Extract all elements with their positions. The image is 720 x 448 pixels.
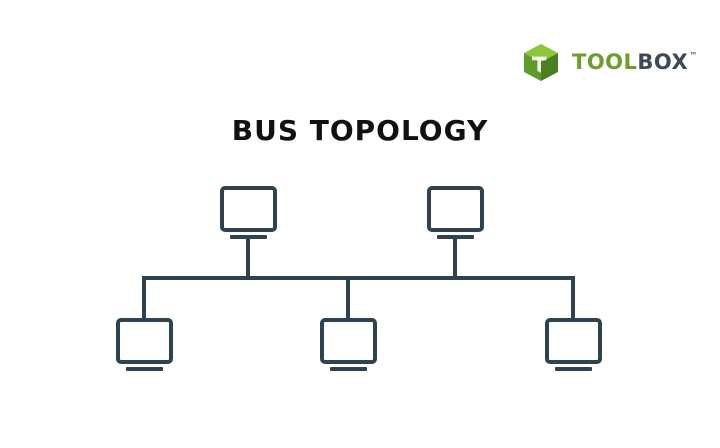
logo-text-box: BOX	[637, 49, 689, 74]
cube-logo-icon	[524, 44, 558, 81]
monitor-icon	[545, 318, 602, 371]
logo-text-tool: TOOL	[572, 49, 638, 74]
toolbox-logo: TOOLBOX™	[522, 42, 698, 82]
logo-wordmark: TOOLBOX™	[572, 49, 698, 74]
monitor-icon	[220, 186, 277, 239]
trademark-symbol: ™	[689, 50, 698, 60]
monitor-icon	[427, 186, 484, 239]
diagram-title: BUS TOPOLOGY	[231, 114, 489, 147]
monitor-icon	[116, 318, 173, 371]
monitor-icon	[320, 318, 377, 371]
